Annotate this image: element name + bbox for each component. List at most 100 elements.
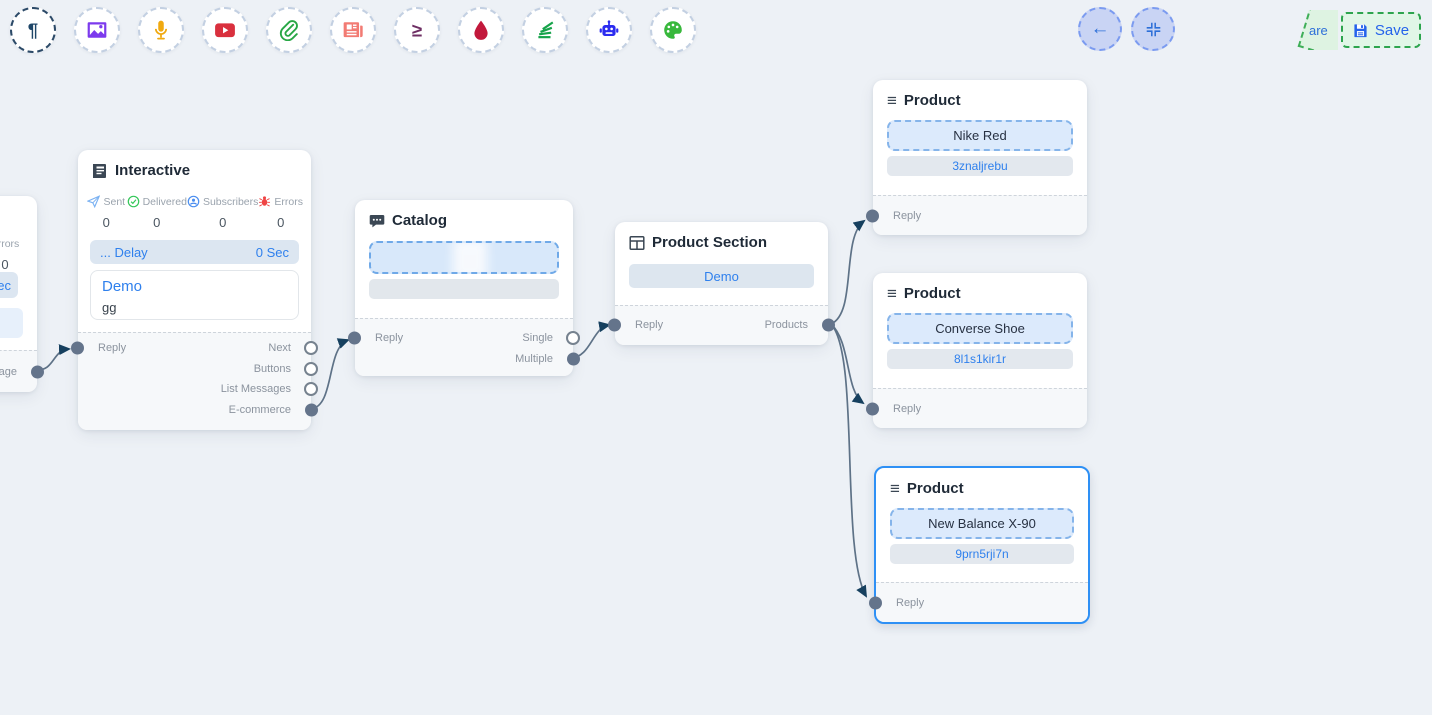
subscriber-icon	[187, 195, 200, 208]
audio-block-button[interactable]	[138, 7, 184, 53]
delay-bar[interactable]: ... Delay 0 Sec	[90, 240, 299, 264]
journal-icon	[93, 163, 106, 178]
product-node-2[interactable]: ≡ Product Converse Shoe 8l1s1kir1r Reply	[866, 273, 1087, 428]
edge-products-to-product3[interactable]	[830, 323, 867, 598]
reply-input-handle[interactable]	[869, 596, 882, 610]
reply-port-label: Reply	[635, 318, 664, 331]
save-icon	[1354, 23, 1367, 37]
catalog-node[interactable]: Catalog Reply Single Multiple	[348, 200, 580, 376]
next-output-handle[interactable]	[304, 341, 318, 356]
newspaper-icon	[343, 22, 363, 38]
node-title: Product Section	[652, 234, 768, 251]
catalog-field[interactable]	[369, 241, 559, 274]
edge-products-to-product1[interactable]	[830, 219, 866, 325]
robot-icon	[599, 20, 619, 37]
reply-port-label: Reply	[896, 597, 925, 609]
multiple-port-label: Multiple	[515, 352, 553, 365]
drip-block-button[interactable]	[458, 7, 504, 53]
single-output-handle[interactable]	[566, 330, 580, 345]
paper-plane-icon	[87, 195, 101, 208]
news-block-button[interactable]	[330, 7, 376, 53]
next-port-label: Next	[268, 342, 291, 355]
sequence-block-button[interactable]	[522, 7, 568, 53]
reply-input-handle[interactable]	[866, 209, 879, 223]
menu-icon: ≡	[887, 283, 897, 303]
section-button[interactable]: Demo	[629, 264, 814, 288]
list-messages-port-label: List Messages	[220, 383, 291, 396]
bug-icon	[259, 196, 271, 207]
list-messages-output-handle[interactable]	[304, 382, 318, 397]
catalog-empty-field[interactable]	[369, 279, 559, 299]
youtube-icon	[215, 23, 235, 38]
product-node-1[interactable]: ≡ Product Nike Red 3znaljrebu Reply	[866, 80, 1087, 235]
svg-text:¶: ¶	[28, 20, 38, 41]
reply-port-label: Reply	[893, 210, 922, 222]
reply-input-handle[interactable]	[866, 402, 879, 416]
message-port-label: essage	[0, 366, 17, 378]
fit-view-button[interactable]	[1131, 7, 1175, 51]
delay-bar: Sec	[0, 272, 18, 298]
message-node-partial[interactable]: Errors 0 Sec essage	[0, 196, 44, 392]
condition-block-button[interactable]: ≥	[394, 7, 440, 53]
back-button[interactable]: ←	[1078, 7, 1122, 51]
reply-input-handle[interactable]	[348, 331, 361, 344]
palette-icon	[664, 21, 682, 39]
chat-icon	[369, 214, 385, 227]
reply-port-label: Reply	[893, 403, 922, 415]
compress-icon	[1146, 22, 1160, 36]
message-output-handle[interactable]	[31, 365, 44, 379]
product-node-3[interactable]: ≡ Product New Balance X-90 9prn5rji7n Re…	[869, 466, 1090, 624]
reply-port-label: Reply	[98, 342, 127, 355]
attachment-block-button[interactable]	[266, 7, 312, 53]
edge-products-to-product2[interactable]	[830, 323, 865, 405]
product-id-field[interactable]: 3znaljrebu	[887, 156, 1073, 176]
node-title: Catalog	[392, 212, 448, 229]
product-id-field[interactable]: 8l1s1kir1r	[887, 349, 1073, 369]
node-title: Product	[903, 92, 961, 109]
multiple-output-handle[interactable]	[567, 352, 580, 365]
check-circle-icon	[127, 195, 139, 208]
ecommerce-output-handle[interactable]	[305, 403, 318, 417]
product-id-field[interactable]: 9prn5rji7n	[890, 544, 1074, 564]
svg-text:≥: ≥	[412, 20, 422, 41]
node-title: Product	[906, 480, 964, 497]
block-toolbar: ¶	[10, 7, 696, 53]
back-arrow-icon: ←	[1090, 18, 1110, 39]
product-section-node[interactable]: Product Section Demo Reply Products	[608, 222, 835, 345]
save-button[interactable]: Save	[1341, 12, 1421, 48]
stack-icon	[538, 21, 554, 39]
reply-input-handle[interactable]	[608, 318, 621, 331]
products-port-label: Products	[764, 318, 808, 331]
buttons-port-label: Buttons	[253, 362, 291, 375]
node-title: Product	[903, 285, 961, 302]
ecommerce-port-label: E-commerce	[228, 403, 291, 416]
node-title: Interactive	[115, 162, 191, 179]
buttons-output-handle[interactable]	[304, 361, 318, 376]
reply-port-label: Reply	[375, 331, 404, 344]
single-port-label: Single	[522, 331, 553, 344]
products-output-handle[interactable]	[822, 318, 835, 331]
droplet-icon	[474, 20, 488, 40]
product-name-field[interactable]: Nike Red	[887, 120, 1073, 151]
microphone-icon	[154, 20, 168, 40]
text-block-button[interactable]: ¶	[10, 7, 56, 53]
menu-icon: ≡	[887, 90, 897, 110]
content-box[interactable]	[0, 308, 23, 338]
share-label-partial: are	[1309, 23, 1328, 38]
video-block-button[interactable]	[202, 7, 248, 53]
image-icon	[87, 22, 107, 38]
share-button-partial[interactable]: are	[1296, 10, 1338, 50]
edge-ecommerce-to-catalog[interactable]	[310, 338, 350, 410]
message-preview[interactable]: Demo gg	[90, 270, 299, 320]
product-name-field[interactable]: Converse Shoe	[887, 313, 1073, 344]
bot-block-button[interactable]	[586, 7, 632, 53]
paperclip-icon	[279, 20, 298, 41]
errors-stat-label: Errors	[0, 238, 20, 250]
interactive-node[interactable]: Interactive Sent 0 Delivered 0	[71, 150, 318, 430]
save-label: Save	[1374, 21, 1410, 39]
product-name-field[interactable]: New Balance X-90	[890, 508, 1074, 539]
menu-icon: ≡	[890, 478, 900, 498]
reply-input-handle[interactable]	[71, 341, 84, 355]
theme-block-button[interactable]	[650, 7, 696, 53]
image-block-button[interactable]	[74, 7, 120, 53]
